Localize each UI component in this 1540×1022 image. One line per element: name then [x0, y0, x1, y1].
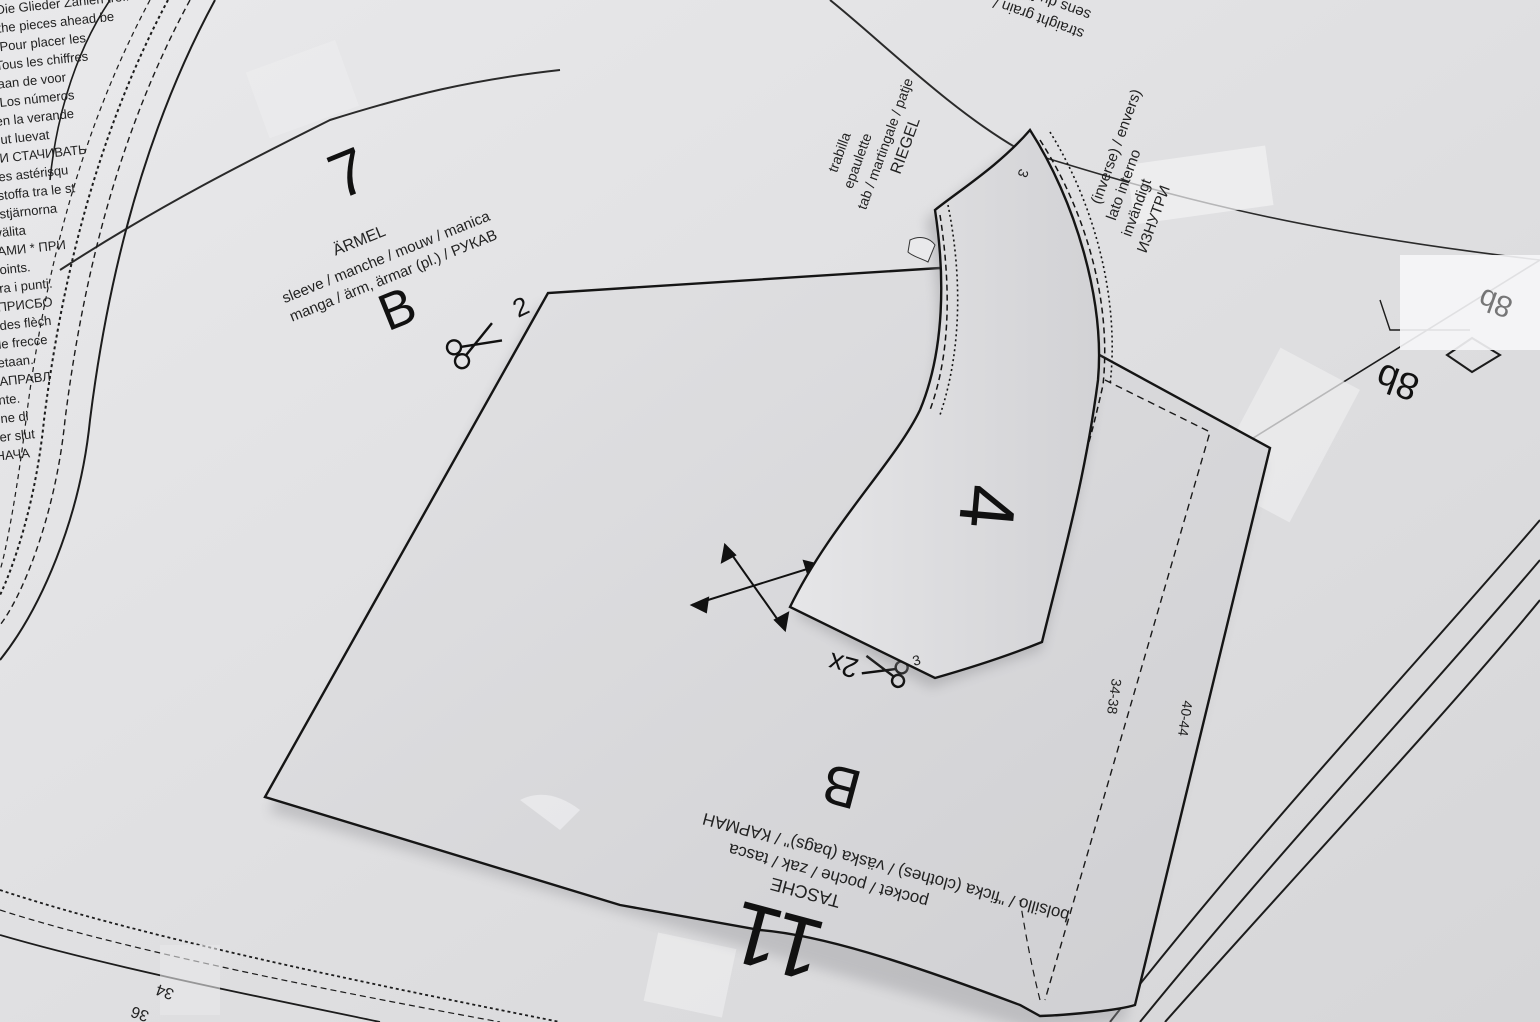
left-instruction-line: oints.: [0, 259, 31, 277]
left-instruction-line: stjärnorna: [0, 201, 59, 222]
bottom-size-a: 34: [154, 980, 177, 1002]
scissors-icon: [445, 322, 503, 370]
left-instruction-line: ПРИСБО: [0, 294, 53, 315]
left-instruction-line: tra i punti.: [0, 276, 53, 297]
left-seam-lines: [0, 0, 216, 661]
bottom-size-b: 36: [129, 1002, 152, 1022]
left-instruction-line: lle frecce: [0, 332, 48, 352]
left-instruction-line: des flèch: [0, 313, 52, 333]
left-instruction-line: er slut: [0, 426, 36, 445]
left-instruction-line: АПРАВЛ: [0, 369, 51, 389]
left-instruction-line: välita: [0, 222, 27, 240]
pocket-size-range-a: 34-38: [1104, 678, 1125, 716]
left-instruction-line: НАЧА: [0, 445, 31, 464]
left-instruction-line: ine di: [0, 408, 29, 426]
left-instruction-line: inte.: [0, 391, 21, 408]
tab-piece-number: 4: [942, 481, 1033, 532]
left-instruction-line: etaan.: [0, 352, 34, 371]
tab-corner-mark-bottom: 3: [911, 651, 923, 669]
left-instruction-line: АМИ * ПРИ: [0, 237, 66, 259]
left-instruction-line: lut luevat: [0, 127, 50, 147]
tab-piece: [788, 127, 1113, 688]
pocket-size-range-b: 40-44: [1175, 700, 1196, 738]
left-instruction-line: aan de voor: [0, 69, 67, 91]
